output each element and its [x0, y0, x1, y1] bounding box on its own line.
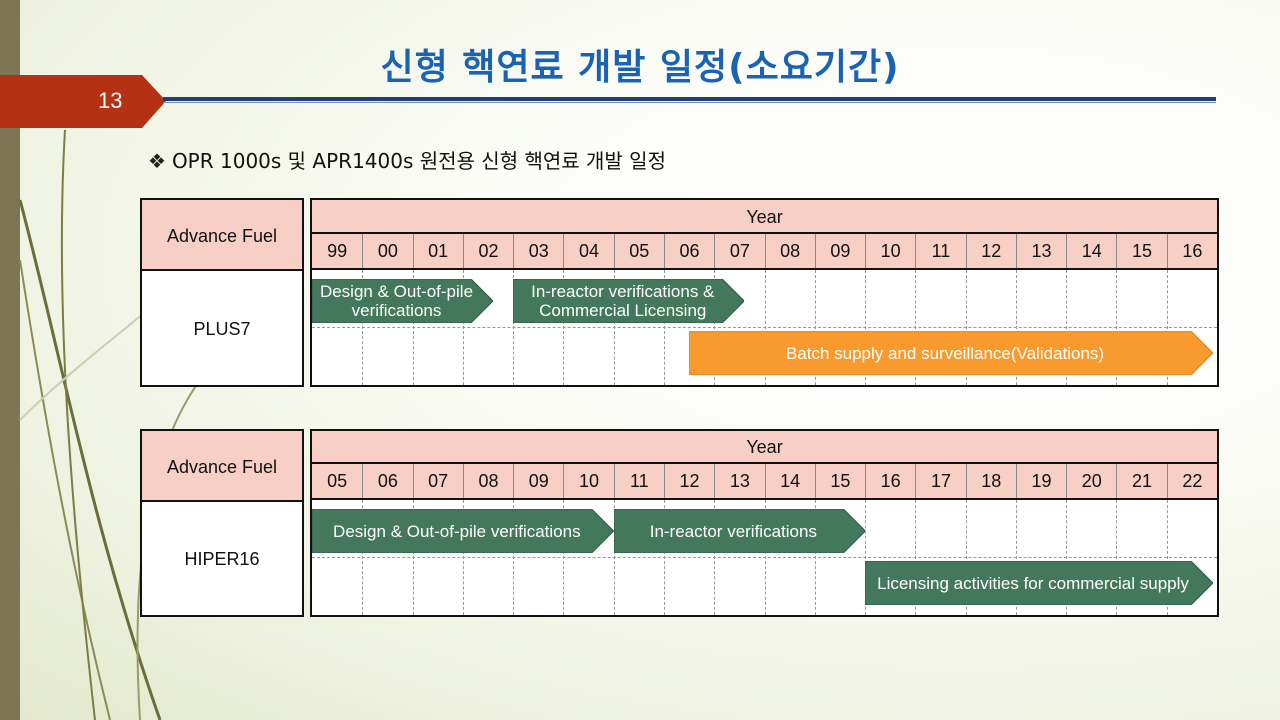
title-rule: [163, 97, 1216, 101]
year-header-cell: Year: [310, 429, 1219, 464]
subtitle-text: OPR 1000s 및 APR1400s 원전용 신형 핵연료 개발 일정: [171, 149, 666, 173]
year-cell: 06: [362, 464, 412, 498]
advance-fuel-header-cell: Advance Fuel: [140, 429, 304, 502]
year-cell: 11: [915, 234, 965, 268]
year-cell: 11: [613, 464, 664, 498]
fuel-name: PLUS7: [193, 319, 251, 339]
advance-fuel-header-cell: Advance Fuel: [140, 198, 304, 271]
year-cell: 03: [513, 234, 563, 268]
year-cell: 16: [865, 464, 915, 498]
year-cell: 05: [613, 234, 664, 268]
year-cell: 14: [764, 464, 815, 498]
year-cell: 09: [513, 464, 563, 498]
title-rule-thin: [163, 102, 1216, 103]
page-number-tab: [0, 75, 166, 128]
phase-label: In-reactor verifications: [649, 521, 817, 541]
year-cell: 12: [663, 464, 714, 498]
phase-arrow: In-reactor verifications: [613, 509, 866, 553]
phase-arrow: Batch supply and surveillance(Validation…: [689, 331, 1213, 375]
grid-row-line: [312, 557, 1217, 558]
gantt-area: Design & Out-of-pile verifications In-rea…: [310, 498, 1219, 617]
year-cell: 20: [1066, 464, 1116, 498]
year-cell: 02: [462, 234, 513, 268]
grid-row-line: [312, 327, 1217, 328]
year-cell: 17: [915, 464, 965, 498]
year-cell: 08: [462, 464, 513, 498]
year-cell: 15: [1116, 234, 1166, 268]
year-cell: 16: [1166, 234, 1217, 268]
year-label: Year: [746, 437, 783, 457]
fuel-name: HIPER16: [184, 549, 260, 569]
year-cell: 04: [563, 234, 613, 268]
phase-arrow: Design & Out-of-pile verifications: [312, 279, 493, 323]
year-cell: 15: [814, 464, 865, 498]
diamond-bullet-icon: ❖: [148, 149, 166, 173]
slide-title: 신형 핵연료 개발 일정(소요기간): [380, 47, 900, 88]
year-cell: 00: [362, 234, 412, 268]
phase-label: In-reactor verifications & Commercial Li…: [531, 282, 715, 320]
phase-label: Design & Out-of-pile verifications: [333, 521, 581, 541]
year-cell: 07: [412, 464, 463, 498]
year-cell: 99: [327, 240, 348, 261]
year-cell: 21: [1116, 464, 1166, 498]
fuel-name-cell: HIPER16: [140, 500, 304, 617]
gantt-area: Design & Out-of-pile verifications In-rea…: [310, 268, 1219, 387]
phase-label: Batch supply and surveillance(Validation…: [785, 343, 1105, 363]
fuel-name-cell: PLUS7: [140, 269, 304, 387]
year-cell: 14: [1066, 234, 1116, 268]
year-cell: 10: [563, 464, 613, 498]
year-cell: 18: [965, 464, 1016, 498]
year-cell: 06: [663, 234, 714, 268]
year-cell: 22: [1166, 464, 1217, 498]
advance-fuel-label: Advance Fuel: [166, 457, 278, 477]
year-cell: 01: [412, 234, 463, 268]
phase-arrow: In-reactor verifications & Commercial Li…: [513, 279, 745, 323]
year-cell: 13: [714, 464, 764, 498]
year-cell: 05: [327, 470, 348, 491]
year-header-cell: Year: [310, 198, 1219, 234]
year-cell: 19: [1015, 464, 1066, 498]
year-cell: 12: [965, 234, 1016, 268]
phase-arrow: Design & Out-of-pile verifications: [312, 509, 614, 553]
left-accent-bar: [0, 0, 20, 720]
advance-fuel-label: Advance Fuel: [166, 226, 278, 246]
slide-subtitle: ❖OPR 1000s 및 APR1400s 원전용 신형 핵연료 개발 일정: [148, 145, 666, 174]
year-label: Year: [746, 207, 783, 227]
year-cell: 10: [865, 234, 915, 268]
phase-arrow: Licensing activities for commercial supp…: [865, 561, 1213, 605]
year-cell: 08: [764, 234, 815, 268]
year-cell: 09: [814, 234, 865, 268]
phase-label: Design & Out-of-pile verifications: [319, 282, 474, 320]
phase-label: Licensing activities for commercial supp…: [877, 573, 1189, 593]
year-cell: 07: [714, 234, 764, 268]
year-cell: 13: [1015, 234, 1066, 268]
page-number: 13: [98, 88, 123, 113]
